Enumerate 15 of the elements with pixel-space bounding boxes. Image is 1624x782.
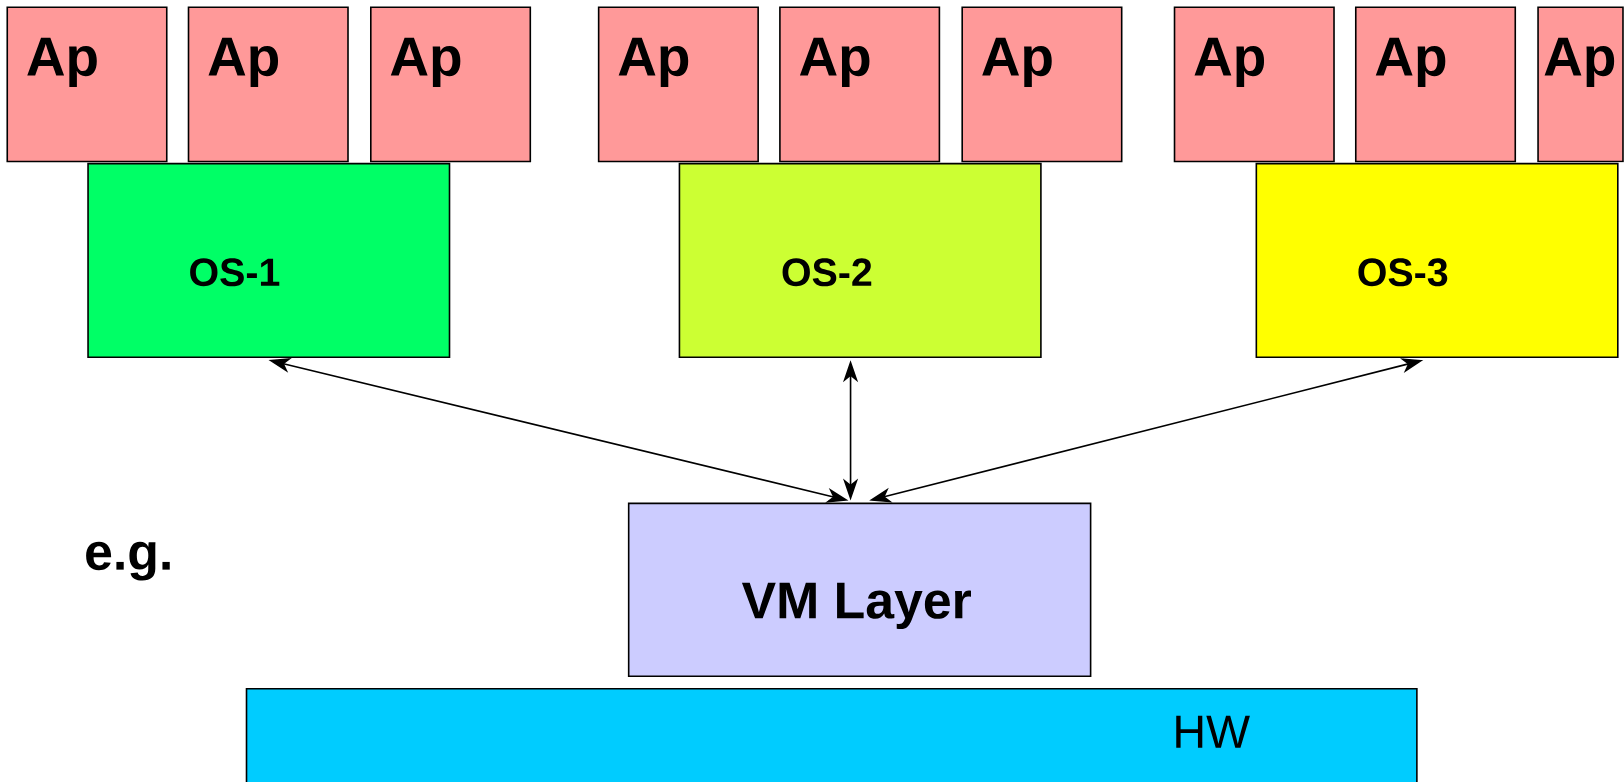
app-box: Ap [1173,6,1335,163]
app-box: Ap [961,6,1123,163]
app-box: Ap [6,6,168,163]
os-box: OS-1 [87,162,451,359]
app-box: Ap [370,6,532,163]
note-text: e.g. [86,541,170,581]
hardware-bar: HW [245,687,1418,782]
app-box: Ap [1354,6,1517,163]
os-box: OS-2 [678,162,1042,359]
app-box: Ap [1537,6,1624,163]
os-box: OS-3 [1255,162,1619,359]
app-box: Ap [597,6,759,163]
app-box: Ap [779,6,941,163]
vm-layer-box: VM Layer [627,502,1092,678]
app-box: Ap [187,6,349,163]
